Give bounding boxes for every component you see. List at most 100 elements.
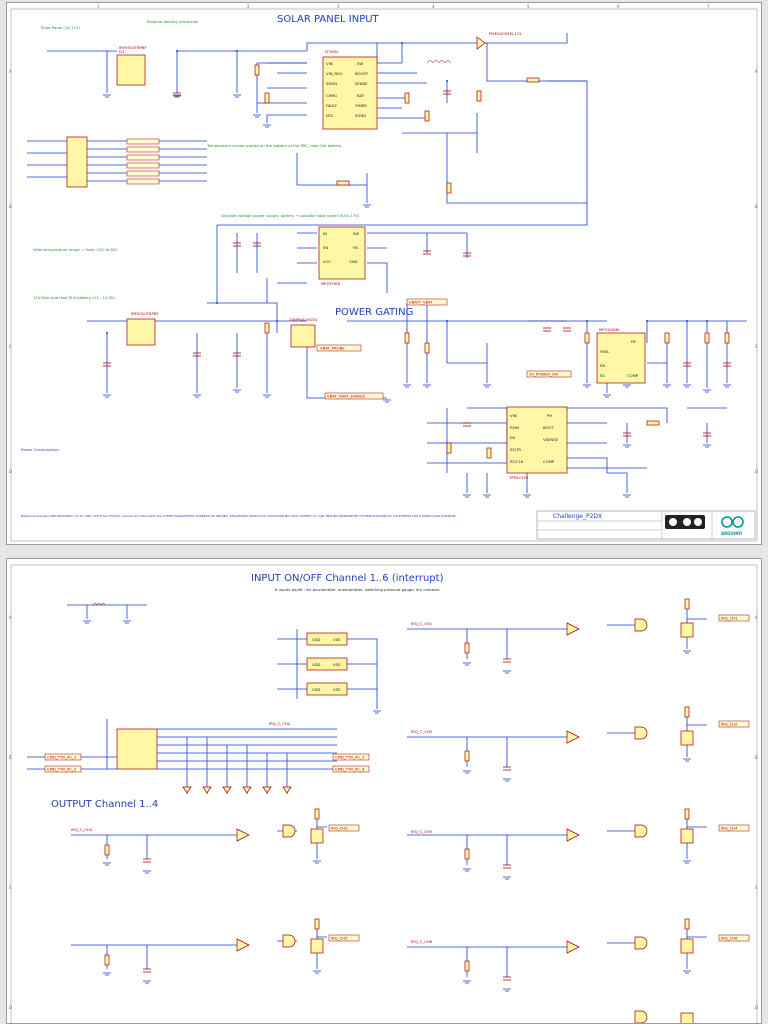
svg-text:B: B [9, 204, 12, 209]
svg-text:D: D [9, 469, 12, 474]
net-label-3v-power-on: 3V_POWER_ON [526, 370, 572, 378]
net-label-irq-c-ch5: IRQ_C_CH5 [411, 829, 433, 834]
net-label-irq-c-ch6: IRQ_C_CH6 [411, 939, 433, 944]
net-label-cmd-ttr-ac-1: CMD_TTR_AC_1 [44, 753, 82, 761]
svg-text:VIN: VIN [510, 413, 517, 418]
net-label-irq-ch1: IRQ_CH1 [718, 614, 750, 622]
svg-text:SW: SW [353, 231, 359, 236]
svg-text:EN: EN [600, 363, 605, 368]
reference-disclaimer: Reference Designs ARE PROVIDED "AS IS" A… [21, 514, 456, 518]
fet-u5: ZXMP4A16GTA [289, 317, 317, 348]
svg-text:IRQ_C_CH3: IRQ_C_CH3 [411, 729, 433, 734]
svg-text:SHDN: SHDN [326, 81, 337, 86]
svg-text:4: 4 [432, 4, 435, 9]
svg-text:SS: SS [600, 373, 605, 378]
svg-text:COMP: COMP [627, 373, 639, 378]
solar-panel-note: Solar Panel (10-17V) [41, 25, 80, 30]
net-label-irq-ch4: IRQ_CH4 [718, 824, 750, 832]
svg-text:FB: FB [353, 245, 358, 250]
svg-text:3: 3 [337, 4, 340, 9]
svg-text:D: D [755, 469, 758, 474]
net-label-irq-ch3: IRQ_CH3 [328, 824, 360, 832]
title-block: Challenge_P2DX ARDUINO [536, 510, 756, 540]
svg-text:VBAT_VBAT_ENABLE: VBAT_VBAT_ENABLE [327, 394, 366, 399]
input-subtitle: 6 inputs on/off : for pluviometer, anemo… [275, 587, 440, 592]
svg-text:A: A [755, 69, 758, 74]
part-value: MP2359DJ [321, 281, 340, 286]
net-label-irq-c-ch2: IRQ_C_CH2 [269, 721, 291, 726]
svg-text:CMD_TTR_AC_4: CMD_TTR_AC_4 [335, 767, 365, 772]
svg-text:IRQ_CH1: IRQ_CH1 [721, 616, 738, 621]
svg-text:FREL: FREL [600, 349, 610, 354]
variable-supply-note: Variable voltage power supply: battery +… [221, 213, 360, 218]
net-label-cmd-ttr-ac-2: CMD_TTR_AC_2 [44, 765, 82, 773]
svg-text:IRQ_C_CH6: IRQ_C_CH6 [411, 939, 433, 944]
svg-text:A: A [755, 615, 758, 620]
svg-text:A: A [9, 69, 12, 74]
input-title: INPUT ON/OFF Channel 1..6 (interrupt) [251, 573, 444, 584]
net-label-vbat-probe: VBAT_PROBE [316, 344, 362, 352]
svg-text:6: 6 [617, 4, 620, 9]
net-label-cmd-ttr-ac-3: CMD_TTR_AC_3 [332, 753, 370, 761]
svg-text:FAULT: FAULT [326, 103, 338, 108]
fet-q1: Q1 IRF9310TRPBF [116, 45, 147, 86]
svg-text:IRQ_CH5: IRQ_CH5 [331, 936, 348, 941]
solar-panel-title: SOLAR PANEL INPUT [277, 14, 380, 25]
svg-text:C: C [9, 885, 12, 890]
svg-text:VSS: VSS [333, 662, 341, 667]
svg-text:A: A [9, 615, 12, 620]
part-value: IRF9310TRPBF [131, 311, 159, 316]
svg-text:D: D [9, 1005, 12, 1010]
svg-text:3V_POWER_ON: 3V_POWER_ON [529, 372, 558, 377]
part-ref: LT3652 [325, 49, 339, 54]
part-value: IRF9310TRPBF [119, 45, 147, 50]
svg-text:CMD_TTR_AC_1: CMD_TTR_AC_1 [47, 755, 77, 760]
svg-text:D: D [755, 1005, 758, 1010]
svg-text:GND: GND [349, 259, 358, 264]
svg-text:SGND: SGND [355, 113, 366, 118]
svg-text:FB: FB [631, 339, 636, 344]
svg-text:SW: SW [357, 61, 363, 66]
svg-text:SENSE: SENSE [355, 81, 368, 86]
svg-text:SS/TR: SS/TR [510, 447, 521, 452]
part-ref: Q1 [119, 49, 125, 54]
svg-text:B: B [755, 204, 758, 209]
svg-text:IRQ_C_CH5: IRQ_C_CH5 [411, 829, 433, 834]
power-gating-title: POWER GATING [335, 307, 413, 318]
svg-text:BOOT: BOOT [543, 425, 555, 430]
net-label-irq-ch6: IRQ_CH6 [718, 934, 750, 942]
svg-text:TIMER: TIMER [354, 103, 367, 108]
part-value: ZXMP4A16GTA [289, 317, 317, 322]
svg-text:BAT: BAT [357, 93, 365, 98]
connector-j1 [66, 136, 160, 188]
svg-text:NTC: NTC [326, 113, 334, 118]
svg-text:VBATT_VBAT: VBATT_VBAT [409, 300, 433, 305]
svg-text:C: C [755, 344, 758, 349]
svg-text:COMP: COMP [543, 459, 555, 464]
temperature-note: Temperature sensor placed on the bottom … [206, 143, 342, 148]
titleblock-name: Challenge_P2DX [553, 513, 602, 520]
brand-name: ARDUINO [721, 531, 743, 536]
svg-text:2: 2 [247, 4, 250, 9]
part-ref: PMEG4005EJ-115 [489, 31, 522, 36]
net-label-irq-c-ch3: IRQ_C_CH3 [411, 729, 433, 734]
svg-text:1: 1 [97, 4, 100, 9]
svg-text:IRQ_C_CH1: IRQ_C_CH1 [411, 621, 433, 626]
part-value: MP1542DK [599, 327, 620, 332]
inductor-l1 [426, 60, 452, 64]
svg-text:5: 5 [527, 4, 530, 9]
net-label-cmd-ttr-ac-4: CMD_TTR_AC_4 [332, 765, 370, 773]
arduino-logo-icon: ARDUINO [721, 516, 744, 536]
net-label-irq-ch5: IRQ_CH5 [328, 934, 360, 942]
net-label-irq-ch2: IRQ_CH2 [718, 720, 750, 728]
svg-text:C: C [9, 344, 12, 349]
svg-text:EN: EN [510, 435, 515, 440]
svg-text:CMD_TTR_AC_3: CMD_TTR_AC_3 [335, 755, 365, 760]
svg-text:C: C [755, 885, 758, 890]
svg-text:RT/CLK: RT/CLK [510, 459, 524, 464]
